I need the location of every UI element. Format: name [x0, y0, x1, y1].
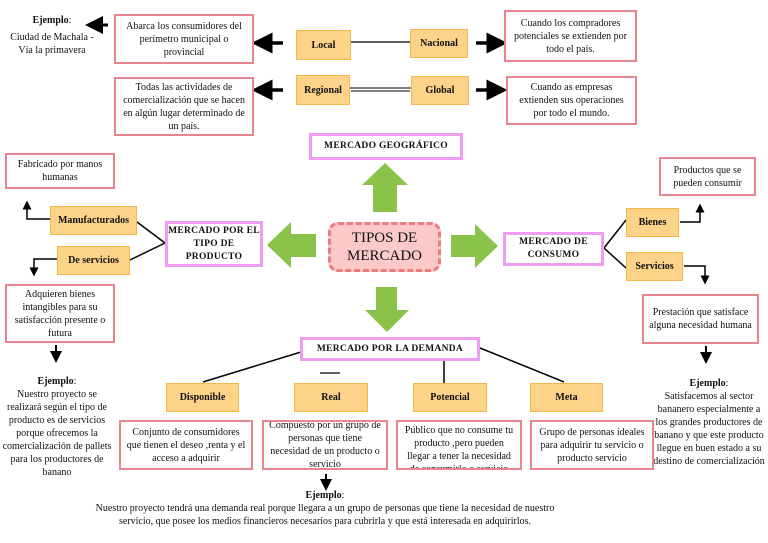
green-arrow-down: [365, 287, 409, 332]
line-meta: [479, 347, 565, 383]
line-servicios-consumo: [603, 247, 627, 269]
center-title-line1: TIPOS DE: [351, 230, 418, 246]
demanda-example-text: Nuestro proyecto tendrá una demanda real…: [95, 503, 555, 527]
heading-mercado-demanda: MERCADO POR LA DEMANDA: [300, 337, 480, 361]
producto-example: Ejemplo: Nuestro proyecto se realizará s…: [2, 376, 112, 478]
category-regional: Regional: [296, 75, 350, 105]
category-potencial: Potencial: [413, 383, 487, 412]
heading-mercado-consumo: MERCADO DE CONSUMO: [503, 232, 604, 266]
desc-real: Compuesto por un grupo de personas que t…: [262, 420, 388, 470]
elbow-bienes: [680, 203, 705, 223]
desc-meta: Grupo de personas ideales para adquirir …: [530, 420, 654, 470]
desc-bienes: Productos que se pueden consumir: [659, 157, 756, 196]
center-tipos-de-mercado: TIPOS DE MERCADO: [328, 222, 441, 272]
green-arrow-left: [267, 222, 316, 268]
category-servicios-consumo: Servicios: [626, 252, 683, 281]
line-servicios-producto: [129, 242, 166, 261]
category-de-servicios: De servicios: [57, 246, 130, 275]
demanda-example-label: Ejemplo: [305, 490, 342, 501]
category-manufacturados: Manufacturados: [50, 206, 137, 235]
desc-regional: Todas las actividades de comercializació…: [114, 77, 254, 136]
desc-de-servicios: Adquieren bienes intangibles para su sat…: [5, 284, 115, 343]
category-meta: Meta: [530, 383, 603, 412]
geografico-example-label: Ejemplo: [32, 15, 69, 26]
category-bienes: Bienes: [626, 208, 679, 237]
line-manufacturados: [136, 221, 166, 244]
desc-local: Abarca los consumidores del perímetro mu…: [114, 14, 254, 64]
category-real: Real: [294, 383, 368, 412]
demanda-example: Ejemplo: Nuestro proyecto tendrá una dem…: [90, 489, 560, 528]
center-title-line2: MERCADO: [346, 248, 422, 264]
elbow-servicios-producto: [29, 258, 57, 277]
consumo-example: Ejemplo: Satisfacemos al sector bananero…: [653, 378, 765, 467]
consumo-example-label: Ejemplo: [689, 378, 726, 389]
desc-global: Cuando as empresas extienden sus operaci…: [506, 76, 637, 125]
consumo-example-text: Satisfacemos al sector bananero especial…: [653, 391, 765, 467]
heading-mercado-tipo-producto: MERCADO POR EL TIPO DE PRODUCTO: [165, 221, 263, 267]
green-arrow-right: [451, 224, 498, 268]
geografico-example-text: Ciudad de Machala - Vía la primavera: [10, 32, 94, 56]
green-arrow-up: [362, 163, 408, 212]
elbow-manufacturados: [22, 200, 50, 220]
category-disponible: Disponible: [166, 383, 239, 412]
desc-nacional: Cuando los compradores potenciales se ex…: [504, 10, 637, 62]
category-nacional: Nacional: [410, 29, 468, 58]
elbow-servicios-consumo: [684, 265, 710, 285]
line-bienes: [603, 219, 627, 249]
producto-example-label: Ejemplo: [37, 376, 74, 387]
producto-example-text: Nuestro proyecto se realizará según el t…: [2, 389, 112, 478]
desc-disponible: Conjunto de consumidores que tienen el d…: [119, 420, 253, 470]
desc-servicios-consumo: Prestación que satisface alguna necesida…: [642, 294, 759, 344]
desc-potencial: Público que no consume tu producto ,pero…: [396, 420, 522, 470]
category-local: Local: [296, 30, 351, 60]
category-global: Global: [411, 76, 469, 105]
line-disponible: [202, 351, 302, 383]
geografico-example: Ejemplo: Ciudad de Machala - Vía la prim…: [4, 14, 100, 57]
heading-mercado-geografico: MERCADO GEOGRÁFICO: [309, 133, 463, 160]
desc-manufacturados: Fabricado por manos humanas: [5, 153, 115, 189]
